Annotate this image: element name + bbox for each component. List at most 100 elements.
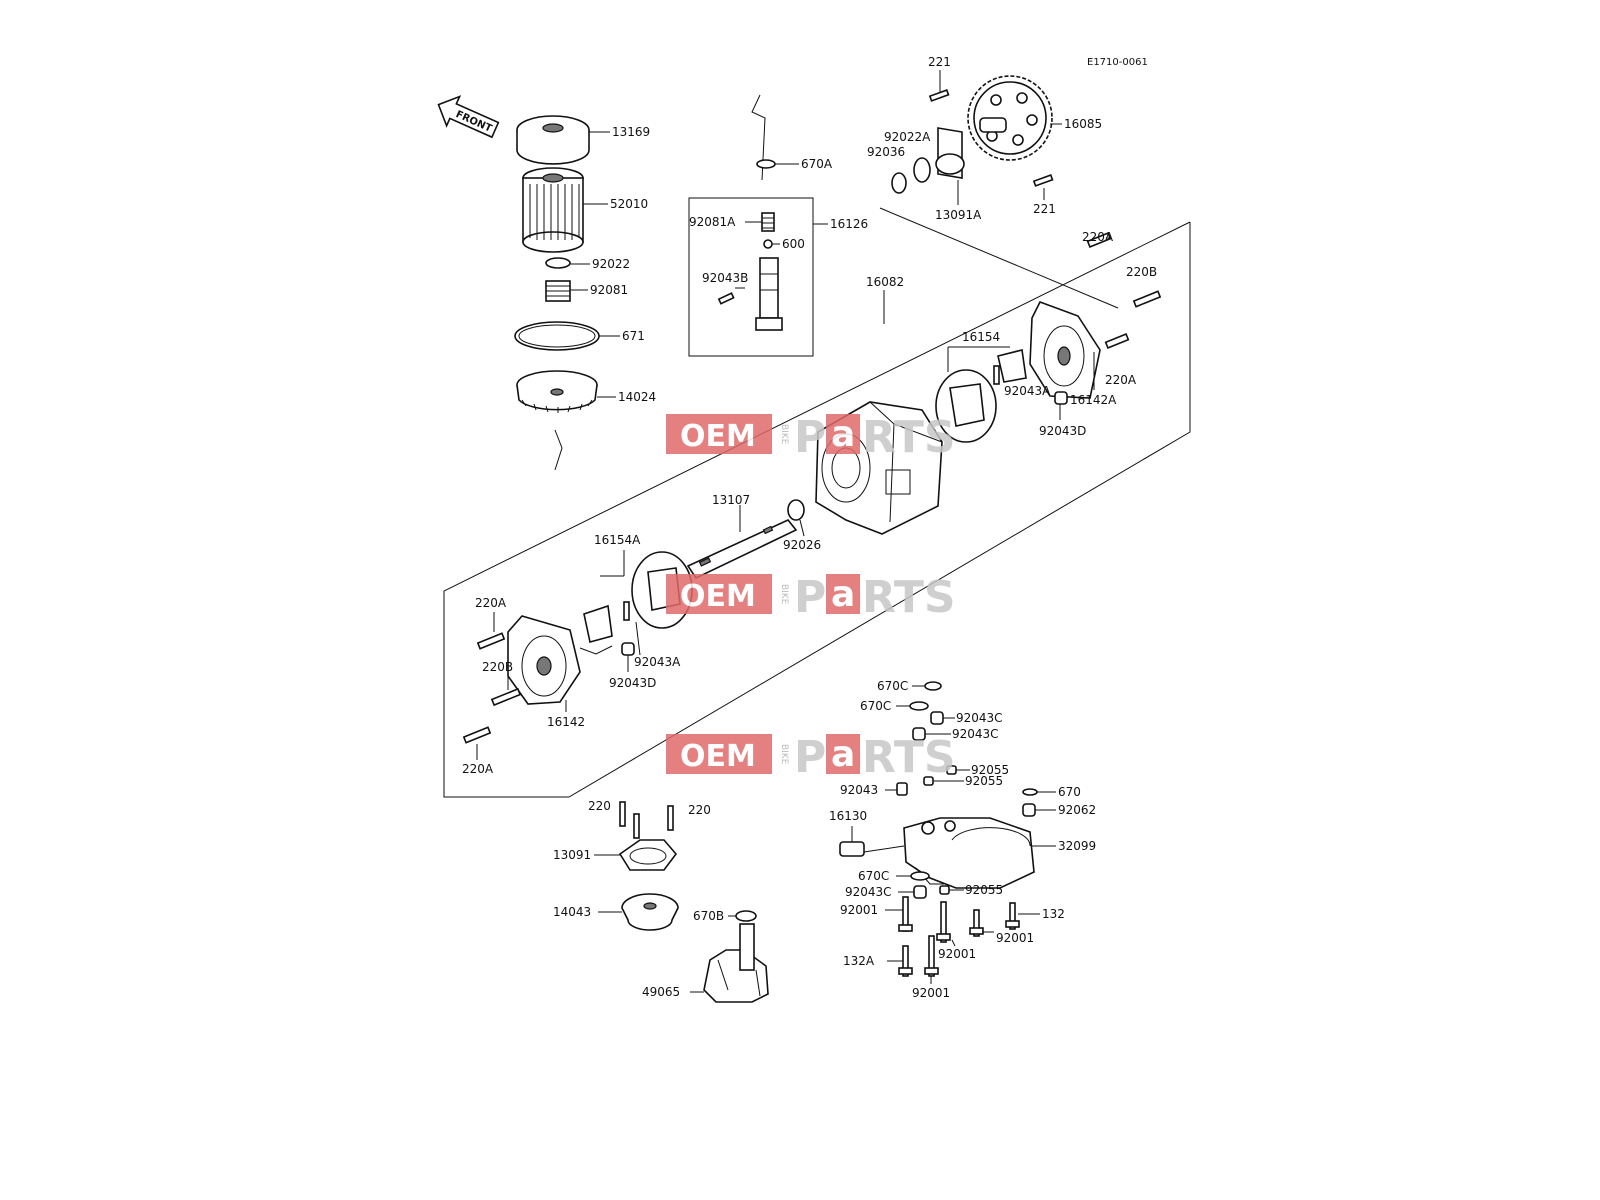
watermark-2-rts: RTS xyxy=(862,572,956,623)
rotor-16154[interactable] xyxy=(935,369,997,443)
bolt-220A-lower-2[interactable] xyxy=(462,726,492,744)
inner-rotor-key[interactable] xyxy=(997,349,1027,383)
label-92043C-3: 92043C xyxy=(845,885,892,899)
label-220-right: 220 xyxy=(688,803,711,817)
dowel-92062[interactable] xyxy=(1022,803,1036,817)
watermark-3-p: P xyxy=(794,732,826,783)
oil-pan-32099[interactable] xyxy=(863,817,1035,889)
bolt-92001-4[interactable] xyxy=(924,935,939,977)
label-92043A-upper: 92043A xyxy=(1004,384,1051,398)
label-92001-4: 92001 xyxy=(912,986,950,1000)
washer-92022A[interactable] xyxy=(913,157,931,183)
washer-670C-1[interactable] xyxy=(924,681,942,691)
label-92022: 92022 xyxy=(592,257,630,271)
washer-670C-3[interactable] xyxy=(910,871,930,881)
bolt-220A-upper-1[interactable] xyxy=(1086,232,1112,248)
pipe-16130[interactable] xyxy=(839,841,865,857)
bolt-220A-upper-2[interactable] xyxy=(1104,333,1130,349)
label-92001-2: 92001 xyxy=(938,947,976,961)
pin-92043A-lower[interactable] xyxy=(623,601,630,621)
ball-600[interactable] xyxy=(763,239,773,249)
screw-221-bottom[interactable] xyxy=(1032,174,1054,187)
washer-670A[interactable] xyxy=(756,159,776,169)
spring-92081[interactable] xyxy=(545,280,571,302)
watermark-3-red-box xyxy=(666,734,772,774)
valve-body[interactable] xyxy=(755,257,783,331)
front-arrow-icon: FRONT xyxy=(437,95,500,139)
relief-valve-box xyxy=(688,197,814,357)
dowel-92043D-lower[interactable] xyxy=(621,642,635,656)
label-14024: 14024 xyxy=(618,390,656,404)
bolt-92001-3[interactable] xyxy=(969,909,984,937)
bolt-92001-2[interactable] xyxy=(936,901,951,943)
bolt-220B-lower[interactable] xyxy=(490,687,522,707)
label-670C-2: 670C xyxy=(860,699,891,713)
plate-13091[interactable] xyxy=(618,839,678,871)
label-220A-upper-1: 220A xyxy=(1082,230,1114,244)
washer-670[interactable] xyxy=(1022,788,1038,796)
label-670: 670 xyxy=(1058,785,1081,799)
screw-220-left[interactable] xyxy=(619,801,626,827)
cover-16142[interactable] xyxy=(507,615,581,705)
label-16154: 16154 xyxy=(962,330,1000,344)
label-600: 600 xyxy=(782,237,805,251)
oil-filter-52010[interactable] xyxy=(522,167,584,253)
oring-92055-3[interactable] xyxy=(939,885,950,895)
spring-92081A[interactable] xyxy=(761,212,775,232)
watermark-1-p: P xyxy=(794,412,826,463)
watermark-2-bike: BIKE xyxy=(779,584,789,605)
bolt-220A-lower-1[interactable] xyxy=(476,632,506,650)
label-16126: 16126 xyxy=(830,217,868,231)
watermark-2-a-box xyxy=(826,574,860,614)
dowel-92043D-upper[interactable] xyxy=(1054,391,1068,405)
label-16154A: 16154A xyxy=(594,533,641,547)
shaft-13107[interactable] xyxy=(686,519,798,580)
screen-14043[interactable] xyxy=(621,893,679,931)
pump-group-frame xyxy=(443,221,1191,798)
pin-92043A-upper[interactable] xyxy=(993,365,1000,385)
bolt-220B-upper[interactable] xyxy=(1132,290,1162,308)
dowel-92043C-3[interactable] xyxy=(913,885,927,899)
watermark-2-red-box xyxy=(666,574,772,614)
label-132: 132 xyxy=(1042,907,1065,921)
watermark-1-a: a xyxy=(831,414,855,455)
label-92062: 92062 xyxy=(1058,803,1096,817)
pickup-49065[interactable] xyxy=(703,923,769,1003)
label-132A: 132A xyxy=(843,954,875,968)
plate-13091A[interactable] xyxy=(935,127,965,179)
washer-92036[interactable] xyxy=(891,172,907,194)
screw-220-mid[interactable] xyxy=(633,813,640,839)
label-92043B: 92043B xyxy=(702,271,748,285)
label-16142: 16142 xyxy=(547,715,585,729)
label-92043C-1: 92043C xyxy=(956,711,1003,725)
washer-92026[interactable] xyxy=(787,499,805,521)
bolt-92001-1[interactable] xyxy=(898,896,913,932)
dowel-92043C-1[interactable] xyxy=(930,711,944,725)
label-670C-3: 670C xyxy=(858,869,889,883)
pin-92043B[interactable] xyxy=(717,292,735,305)
filter-cap-13169[interactable] xyxy=(516,115,590,165)
o-ring-671[interactable] xyxy=(514,321,600,351)
o-ring-670B[interactable] xyxy=(735,910,757,922)
label-221-bottom: 221 xyxy=(1033,202,1056,216)
watermark-3-rts: RTS xyxy=(862,732,956,783)
washer-670C-2[interactable] xyxy=(909,701,929,711)
bolt-132[interactable] xyxy=(1005,902,1020,930)
key-left[interactable] xyxy=(583,604,613,643)
label-14043: 14043 xyxy=(553,905,591,919)
label-13107: 13107 xyxy=(712,493,750,507)
label-220A-lower-2: 220A xyxy=(462,762,494,776)
watermark-2-oem: OEM xyxy=(680,579,756,614)
dowel-92043[interactable] xyxy=(896,782,908,796)
cover-16142A[interactable] xyxy=(1029,301,1101,399)
label-13091: 13091 xyxy=(553,848,591,862)
label-92043D-lower: 92043D xyxy=(609,676,656,690)
label-670C-1: 670C xyxy=(877,679,908,693)
washer-92022[interactable] xyxy=(545,257,571,269)
screw-221-top[interactable] xyxy=(928,89,950,102)
filter-cover-14024[interactable] xyxy=(516,370,598,413)
screw-220-right[interactable] xyxy=(667,805,674,831)
gear-16085[interactable] xyxy=(967,75,1053,161)
